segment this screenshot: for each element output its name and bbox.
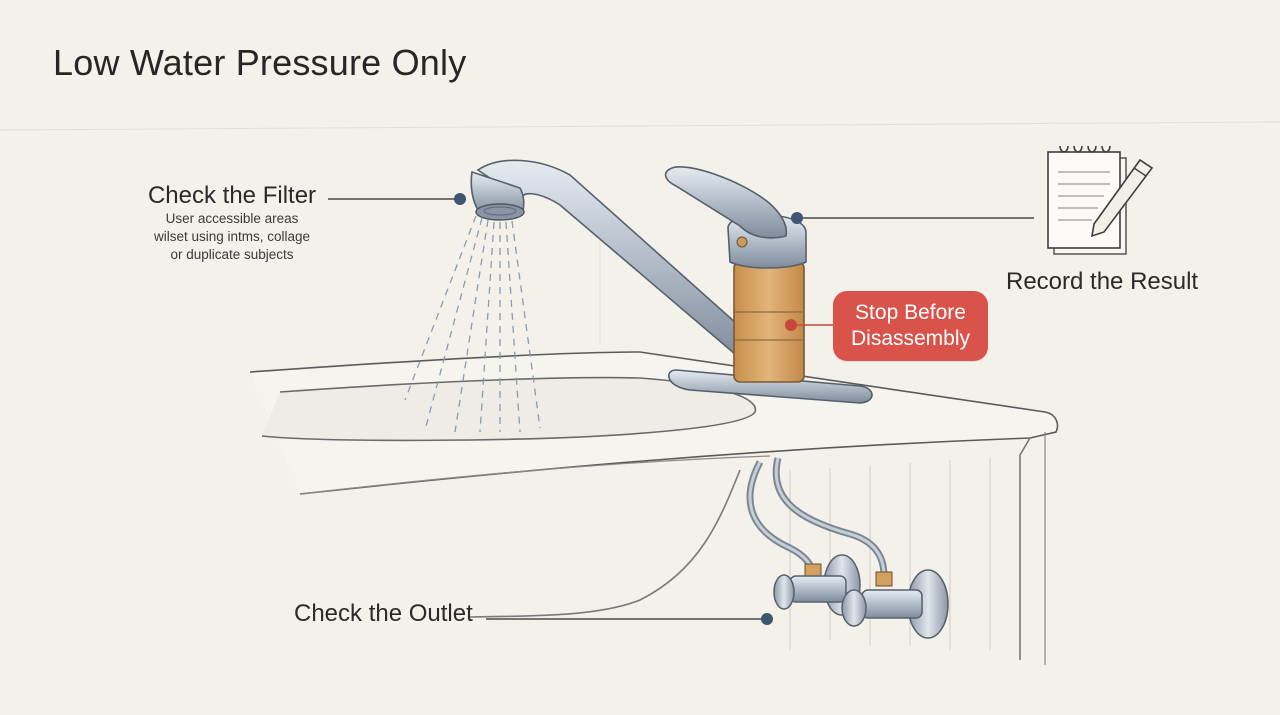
page-title: Low Water Pressure Only	[53, 42, 467, 83]
filter-marker-dot	[454, 193, 466, 205]
filter-callout-note-line-1: User accessible areas	[165, 211, 299, 226]
filter-callout: Check the Filter User accessible areas w…	[140, 182, 324, 264]
stop-marker-dot	[785, 319, 797, 331]
stop-badge-line-1: Stop Before	[855, 301, 966, 324]
shutoff-valve-icon	[746, 457, 949, 639]
filter-callout-note-line-2: wilset using intms, collage	[153, 229, 311, 244]
filter-callout-label: Check the Filter	[147, 182, 317, 209]
filter-callout-note-line-3: or duplicate subjects	[170, 247, 294, 262]
stop-warning-badge: Stop Before Disassembly	[833, 291, 988, 361]
notepad-pencil-icon	[1047, 145, 1154, 255]
stop-badge-line-2: Disassembly	[850, 327, 971, 350]
cabinet-hatching	[789, 458, 991, 650]
water-spray	[404, 215, 541, 433]
outlet-callout-label: Check the Outlet	[294, 600, 473, 627]
outlet-marker-dot	[761, 613, 773, 625]
faucet-icon	[470, 159, 873, 404]
leader-lines	[328, 198, 1034, 620]
record-marker-dot	[791, 212, 803, 224]
record-callout-label: Record the Result	[1006, 268, 1199, 295]
leader-dots	[454, 193, 803, 625]
